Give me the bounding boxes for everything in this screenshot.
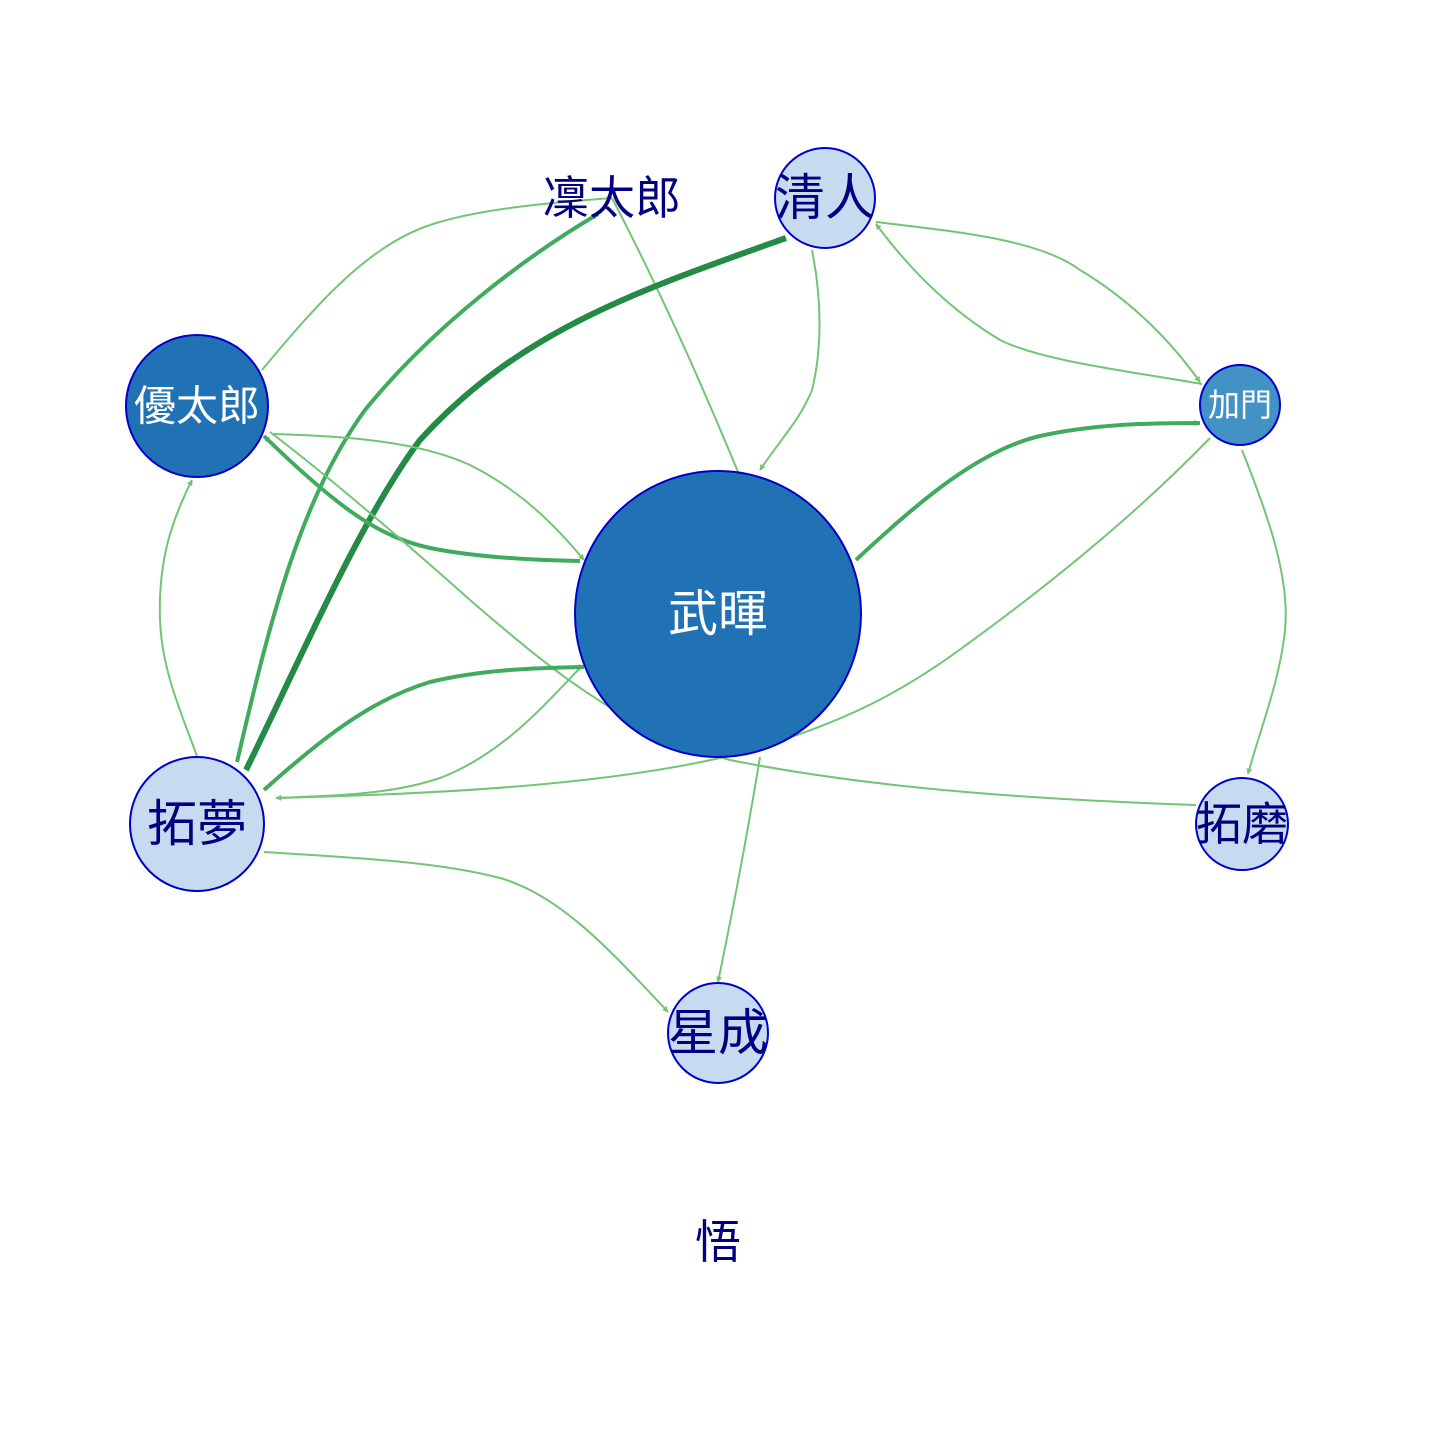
edge-kamon-to-takumu bbox=[275, 437, 1211, 801]
edge-yuutarou-to-rintarou bbox=[261, 195, 613, 371]
node-yuutarou[interactable] bbox=[125, 334, 269, 478]
node-label-satoru[interactable]: 悟 bbox=[695, 1215, 741, 1269]
node-buki[interactable] bbox=[574, 470, 862, 758]
edge-buki-to-rintarou bbox=[611, 197, 739, 473]
node-label-kiyoto: 清人 bbox=[775, 169, 875, 227]
node-kiyoto[interactable] bbox=[774, 147, 876, 249]
edge-kamon-to-takuma bbox=[1241, 449, 1287, 775]
edge-takumu-to-buki bbox=[262, 664, 585, 792]
node-label-takumu: 拓夢 bbox=[147, 795, 247, 853]
edge-takumu-to-yuutarou bbox=[158, 479, 198, 757]
edge-yuutarou-to-buki bbox=[271, 433, 585, 561]
node-seisei[interactable] bbox=[667, 982, 769, 1084]
edge-kiyoto-to-kamon bbox=[875, 221, 1201, 383]
edge-kiyoto-to-buki bbox=[759, 249, 821, 471]
node-label-yuutarou: 優太郎 bbox=[134, 382, 260, 431]
edge-takumu-to-kiyoto bbox=[243, 235, 788, 772]
node-label-rintarou[interactable]: 凜太郎 bbox=[543, 171, 681, 225]
edge-buki-to-takumu bbox=[275, 667, 581, 799]
node-label-seisei: 星成 bbox=[668, 1004, 768, 1062]
node-kamon[interactable] bbox=[1199, 364, 1281, 446]
edge-buki-to-yuutarou bbox=[262, 434, 581, 563]
edge-takumu-to-seisei bbox=[263, 851, 669, 1013]
node-label-takuma: 拓磨 bbox=[1196, 797, 1288, 851]
edge-takumu-to-rintarou bbox=[235, 212, 600, 763]
node-takuma[interactable] bbox=[1195, 777, 1289, 871]
node-label-kamon: 加門 bbox=[1208, 386, 1272, 424]
edge-buki-to-kamon bbox=[854, 420, 1201, 562]
nodes: 武暉 清人 凜太郎 優太郎 加門 拓夢 拓磨 星成 悟 bbox=[125, 147, 1289, 1269]
node-takumu[interactable] bbox=[129, 756, 265, 892]
node-label-buki: 武暉 bbox=[668, 585, 768, 643]
edge-buki-to-seisei bbox=[716, 756, 761, 983]
edge-kamon-to-kiyoto bbox=[875, 223, 1203, 385]
